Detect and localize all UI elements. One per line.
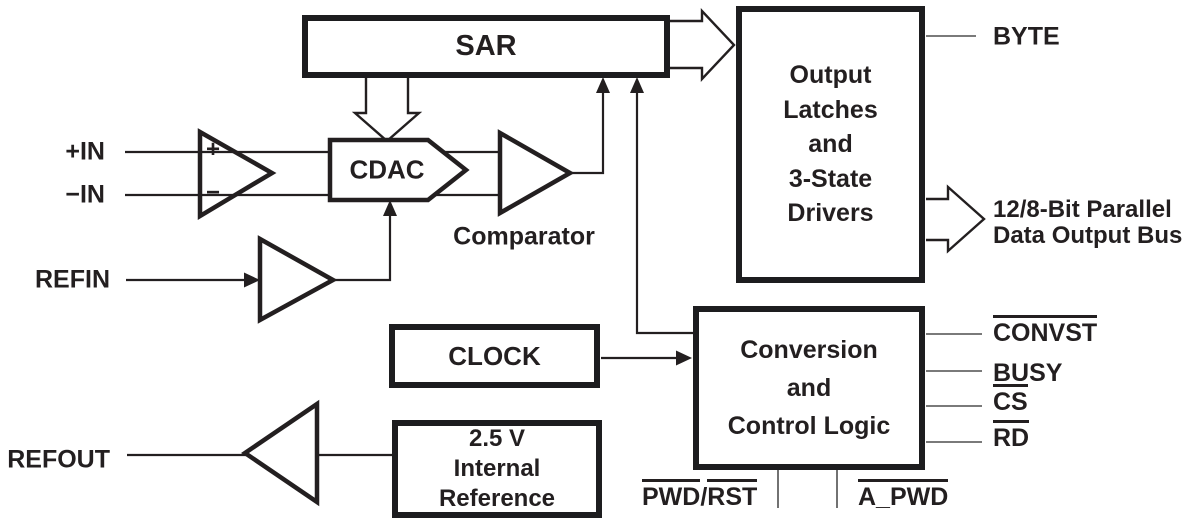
pin-label-pwd-rst: PWD/RST	[642, 479, 758, 512]
control-logic-to-sar-arrowhead	[630, 77, 644, 93]
internal-reference-label-line: 2.5 V	[468, 425, 526, 452]
rst-overlined-text: RST	[707, 479, 758, 510]
input-amp-plus-sign: +	[205, 136, 221, 163]
comparator-to-sar-line	[570, 92, 605, 175]
pin-label-refin: REFIN	[35, 265, 110, 294]
pin-label-busy: BUSY	[993, 359, 1063, 387]
pin-label-in-minus: −IN	[65, 180, 105, 209]
pwd-rst-separator: /	[700, 483, 708, 511]
sar-to-cdac-bus-arrow	[351, 74, 423, 143]
cdac-shape	[327, 137, 470, 203]
output-latches-label-line: Drivers	[787, 199, 874, 228]
cs-overlined-text: CS	[993, 384, 1028, 415]
clock-block: CLOCK	[389, 324, 600, 388]
parallel-bus-label-line1: 12/8-Bit Parallel	[993, 196, 1172, 223]
conversion-logic-label-line: Conversion	[740, 336, 878, 364]
comparator-label: Comparator	[453, 222, 595, 251]
internal-reference-label-line: Reference	[438, 485, 556, 512]
clock-to-control-logic-arrowhead	[676, 350, 692, 366]
pin-label-convst: CONVST	[993, 315, 1098, 348]
sar-to-latches-bus-arrow	[670, 7, 736, 83]
output-latches-label-line: Latches	[783, 95, 878, 124]
pin-label-rd: RD	[993, 420, 1030, 453]
conversion-logic-label-line: Control Logic	[727, 412, 891, 440]
pin-label-byte: BYTE	[993, 22, 1060, 51]
conversion-logic-label-line: and	[786, 374, 832, 402]
pin-label-cs: CS	[993, 384, 1028, 417]
input-amplifier-triangle	[197, 128, 277, 220]
conversion-control-logic-block: Conversion and Control Logic	[693, 306, 925, 470]
comparator-to-sar-arrowhead	[596, 77, 610, 93]
control-logic-to-sar-line	[635, 92, 694, 335]
refin-arrowhead	[244, 272, 260, 288]
sar-label: SAR	[455, 30, 517, 62]
cdac-label: CDAC	[349, 154, 425, 185]
convst-overlined-text: CONVST	[993, 315, 1098, 346]
internal-reference-label-line: Internal	[453, 455, 541, 482]
refbuffer-to-cdac-line	[333, 212, 392, 282]
parallel-bus-label-line2: Data Output Bus	[993, 222, 1183, 249]
internal-reference-block: 2.5 V Internal Reference	[392, 420, 602, 518]
rd-overlined-text: RD	[993, 420, 1030, 451]
pin-label-parallel-bus: 12/8-Bit Parallel Data Output Bus	[993, 197, 1182, 249]
pin-label-refout: REFOUT	[7, 445, 110, 474]
sar-block: SAR	[302, 15, 670, 78]
pin-label-a-pwd: A_PWD	[858, 479, 949, 512]
refbuffer-to-cdac-arrowhead	[383, 200, 397, 216]
pwd-overlined-text: PWD	[642, 479, 701, 510]
pin-label-in-plus: +IN	[65, 137, 105, 166]
refout-buffer-triangle	[241, 399, 320, 507]
a-pwd-overlined-text: A_PWD	[858, 479, 949, 510]
latches-to-parallel-bus-arrow	[926, 184, 986, 254]
output-latches-label-line: Output	[789, 61, 872, 90]
output-latches-block: Output Latches and 3-State Drivers	[736, 6, 925, 283]
input-amp-minus-sign: −	[205, 179, 221, 206]
comparator-triangle	[497, 129, 575, 217]
clock-label: CLOCK	[448, 340, 541, 371]
output-latches-label-line: and	[808, 130, 853, 159]
output-latches-label-line: 3-State	[788, 164, 873, 193]
refin-buffer-triangle	[257, 235, 338, 324]
